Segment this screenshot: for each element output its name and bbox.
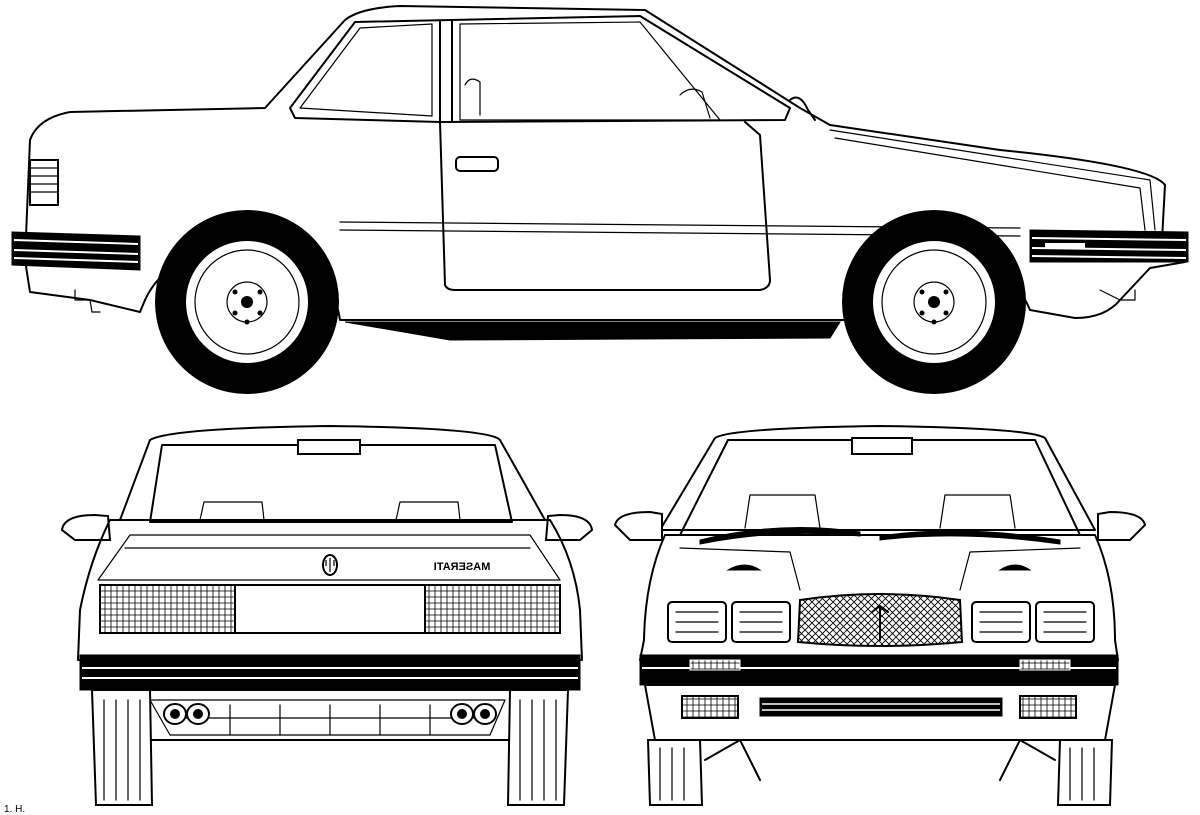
side-front-wheel [842, 210, 1026, 394]
front-bumper [639, 654, 1119, 686]
side-view [11, 5, 1189, 394]
front-air-intake [759, 697, 1003, 717]
rear-left-tyre [90, 689, 154, 806]
corner-caption: 1. H. [4, 804, 25, 815]
front-left-tyre [646, 739, 704, 806]
rear-roof-outline [119, 425, 546, 521]
front-rearview-mirror [851, 437, 913, 455]
front-trident-emblem [871, 605, 889, 641]
rear-right-tyre [506, 689, 570, 806]
rear-plate-panel [234, 584, 426, 634]
front-right-mirror [1097, 510, 1147, 541]
side-window-frame [289, 15, 791, 123]
rear-exhaust-pipes [163, 703, 497, 725]
rear-left-taillight [99, 584, 236, 634]
rear-right-taillight [424, 584, 561, 634]
front-right-tyre [1056, 739, 1114, 806]
rear-body-outline [77, 519, 583, 661]
front-right-foglight [1019, 695, 1077, 719]
side-rear-wheel [155, 210, 339, 394]
front-view [613, 425, 1147, 806]
rear-badge-text: MASERATI [434, 561, 491, 573]
front-headlights-right [971, 601, 1095, 643]
rear-left-mirror [60, 513, 112, 541]
front-roof-outline [659, 425, 1096, 531]
front-left-mirror [613, 510, 663, 541]
front-left-foglight [681, 695, 739, 719]
door-handle [455, 156, 499, 172]
front-headlights-left [667, 601, 791, 643]
side-rear-light [29, 159, 59, 206]
rear-view: MASERATI [60, 425, 594, 806]
rear-bumper [79, 654, 581, 691]
side-door [439, 121, 771, 291]
rear-window [149, 444, 513, 523]
rear-brake-light [297, 439, 361, 455]
rear-right-mirror [544, 513, 594, 541]
